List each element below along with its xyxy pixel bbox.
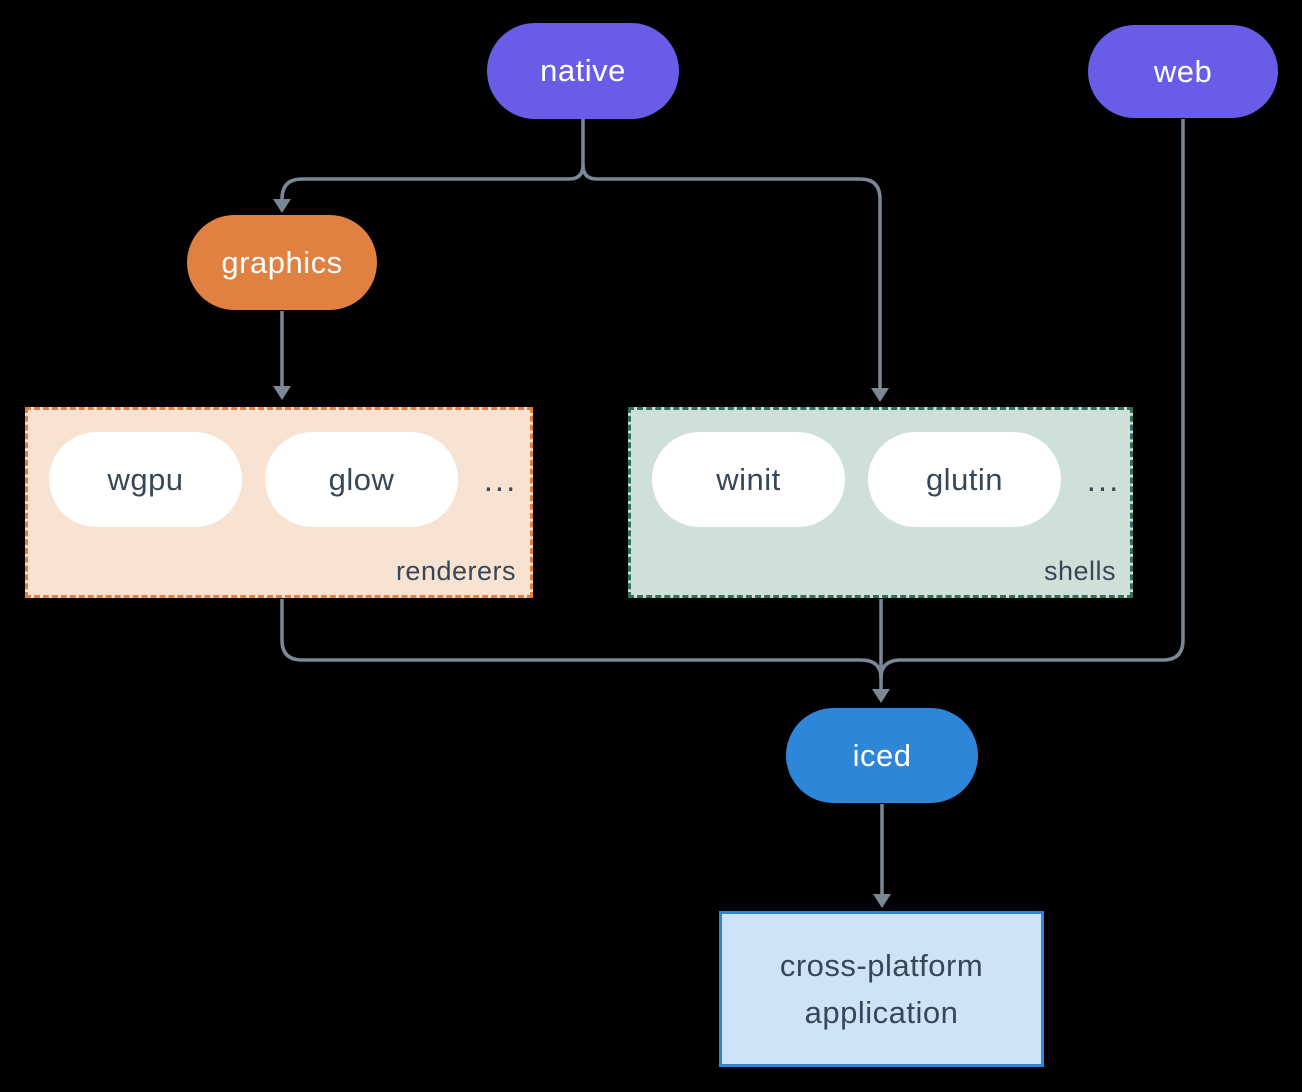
group-renderers: wgpu glow ... renderers	[25, 407, 533, 598]
edge-renderers-iced	[280, 599, 883, 679]
shells-ellipsis: ...	[1086, 460, 1121, 498]
node-native: native	[487, 23, 679, 119]
shells-group-label: shells	[1043, 556, 1116, 586]
renderers-ellipsis: ...	[483, 460, 518, 498]
node-winit-label: winit	[716, 461, 781, 497]
node-web-label: web	[1153, 53, 1213, 89]
arrowhead-application	[873, 894, 891, 908]
edge-native-graphics	[280, 119, 585, 200]
node-wgpu-label: wgpu	[107, 461, 184, 497]
node-glow: glow	[265, 432, 458, 527]
node-glow-label: glow	[328, 461, 395, 497]
node-graphics: graphics	[187, 215, 377, 310]
node-wgpu: wgpu	[49, 432, 242, 527]
node-web: web	[1088, 25, 1278, 118]
renderers-group-label: renderers	[395, 556, 516, 586]
node-graphics-label: graphics	[221, 244, 343, 280]
edge-native-shells	[581, 164, 882, 389]
node-iced-label: iced	[852, 737, 912, 773]
node-winit: winit	[652, 432, 845, 527]
arrowhead-graphics	[273, 199, 291, 213]
application-label-line2: application	[804, 995, 959, 1030]
node-cross-platform-application: cross-platform application	[719, 911, 1044, 1067]
node-glutin: glutin	[868, 432, 1061, 527]
node-native-label: native	[540, 53, 626, 88]
application-label-line1: cross-platform	[779, 948, 984, 983]
arrowhead-renderers-top	[273, 386, 291, 400]
arrowhead-iced	[872, 689, 890, 703]
node-iced: iced	[786, 708, 978, 803]
group-shells: winit glutin ... shells	[628, 407, 1133, 598]
node-glutin-label: glutin	[925, 461, 1004, 497]
arrowhead-shells-top	[871, 388, 889, 402]
